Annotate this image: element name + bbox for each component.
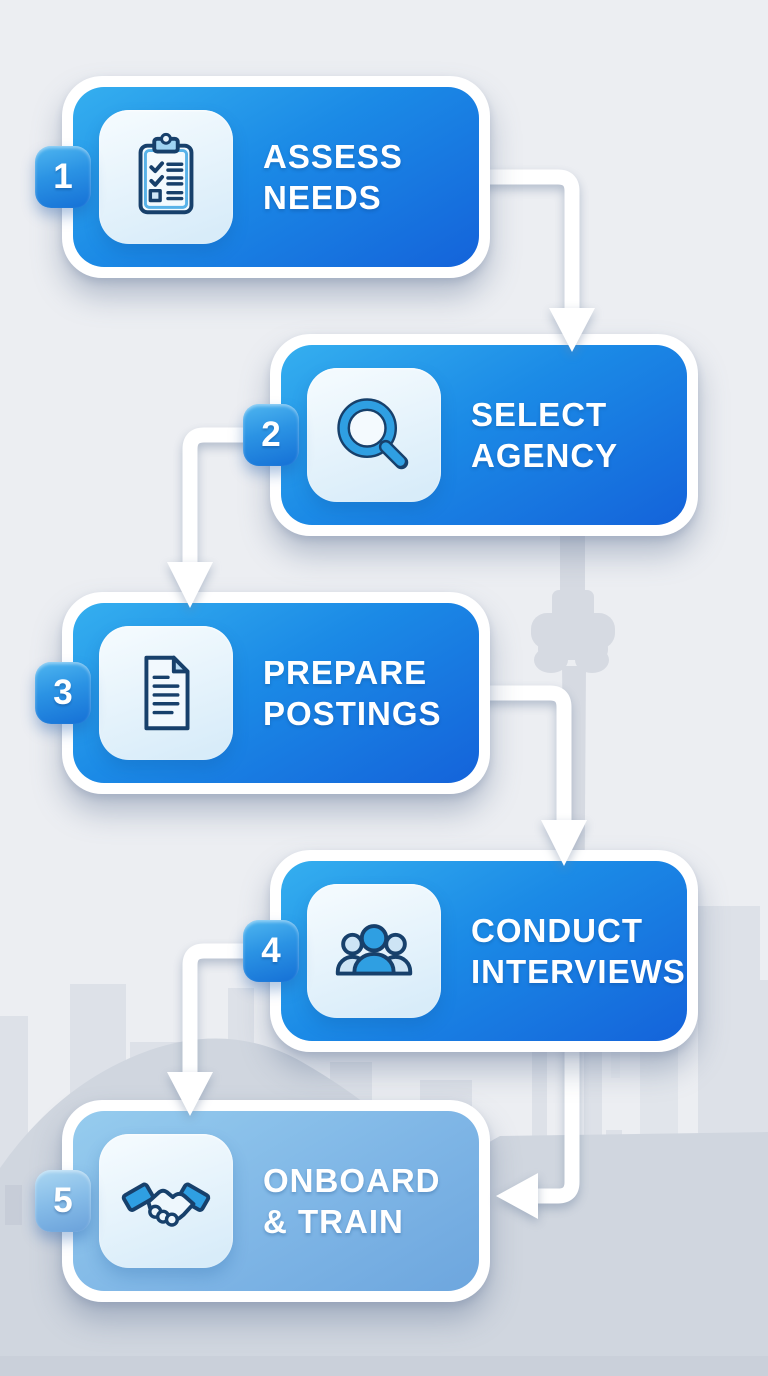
- card-body: ONBOARD & TRAIN: [73, 1111, 479, 1291]
- people-group-icon: [335, 924, 413, 976]
- step-title-line1: PREPARE: [263, 654, 428, 691]
- step-title: ASSESS NEEDS: [263, 136, 403, 218]
- step-number-badge: 1: [35, 146, 91, 208]
- step-title-line1: ONBOARD: [263, 1162, 441, 1199]
- step-card-onboard-train: 5 ONBOARD & TRAIN: [35, 1100, 490, 1302]
- step-title-line2: & TRAIN: [263, 1203, 404, 1240]
- icon-tile: [99, 110, 233, 244]
- icon-tile: [99, 1134, 233, 1268]
- ground-strip: [0, 1356, 768, 1376]
- connector-step4-bottom-to-step5: [530, 1036, 580, 1204]
- card-body: ASSESS NEEDS: [73, 87, 479, 267]
- step-title-line1: CONDUCT: [471, 912, 643, 949]
- step-title-line2: POSTINGS: [263, 695, 442, 732]
- card-body: SELECT AGENCY: [281, 345, 687, 525]
- step-card-conduct-interviews: 4 CONDUCT INTERVIEWS: [243, 850, 698, 1052]
- step-number-badge: 5: [35, 1170, 91, 1232]
- card-body: CONDUCT INTERVIEWS: [281, 861, 687, 1041]
- step-number-badge: 2: [243, 404, 299, 466]
- connector-step2-to-step3: [182, 427, 286, 576]
- connector-step3-to-step4: [474, 685, 572, 834]
- step-title: PREPARE POSTINGS: [263, 652, 442, 734]
- step-number-badge: 4: [243, 920, 299, 982]
- handshake-icon: [121, 1182, 211, 1227]
- step-card-select-agency: 2 SELECT AGENCY: [243, 334, 698, 536]
- connector-step4-to-step5: [182, 943, 286, 1084]
- step-title-line2: INTERVIEWS: [471, 953, 686, 990]
- clipboard-checklist-icon: [138, 132, 194, 215]
- step-title-line2: NEEDS: [263, 179, 382, 216]
- step-title-line2: AGENCY: [471, 437, 619, 474]
- step-title: CONDUCT INTERVIEWS: [471, 910, 686, 992]
- step-card-assess-needs: 1: [35, 76, 490, 278]
- icon-tile: [307, 884, 441, 1018]
- card-body: PREPARE POSTINGS: [73, 603, 479, 783]
- document-icon: [144, 655, 190, 731]
- step-title: SELECT AGENCY: [471, 394, 618, 476]
- step-number-badge: 3: [35, 662, 91, 724]
- icon-tile: [307, 368, 441, 502]
- step-title: ONBOARD & TRAIN: [263, 1160, 441, 1242]
- magnifier-icon: [337, 398, 409, 470]
- step-title-line1: ASSESS: [263, 138, 403, 175]
- connector-step1-to-step2: [474, 169, 580, 320]
- step-title-line1: SELECT: [471, 396, 608, 433]
- icon-tile: [99, 626, 233, 760]
- step-card-prepare-postings: 3 PREPARE POSTINGS: [35, 592, 490, 794]
